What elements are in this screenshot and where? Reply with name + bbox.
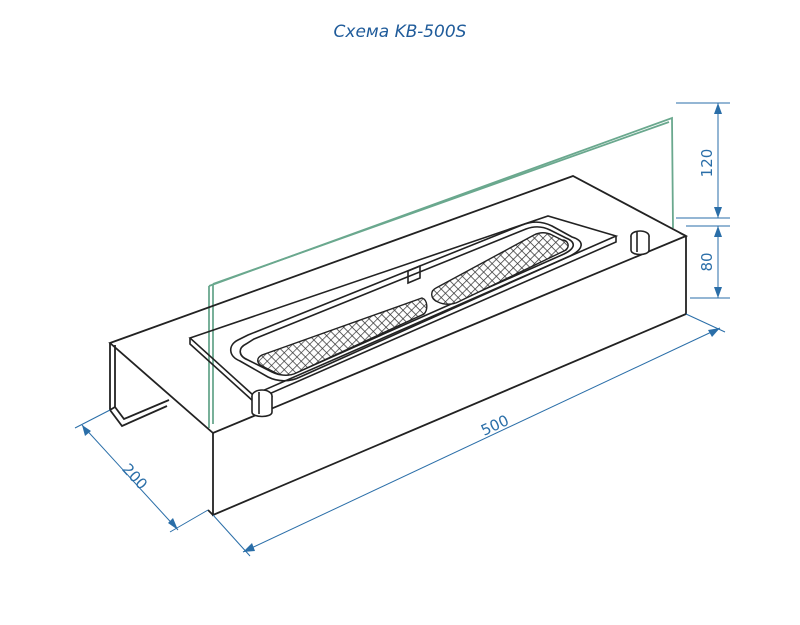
glass-holder-front — [251, 389, 273, 418]
diagram-title: Схема KB-500S — [333, 22, 467, 42]
glass-panel — [208, 116, 674, 428]
glass-holder-back — [630, 230, 650, 256]
dimension-depth: 200 — [118, 460, 151, 493]
burner-mesh — [257, 232, 569, 376]
dimension-arrows — [82, 103, 722, 552]
dimension-length: 500 — [478, 411, 512, 439]
dimension-glass-height: 120 — [698, 149, 716, 178]
dimension-body-height: 80 — [698, 252, 716, 271]
dimension-lines — [74, 102, 730, 557]
burner-body — [108, 175, 689, 517]
